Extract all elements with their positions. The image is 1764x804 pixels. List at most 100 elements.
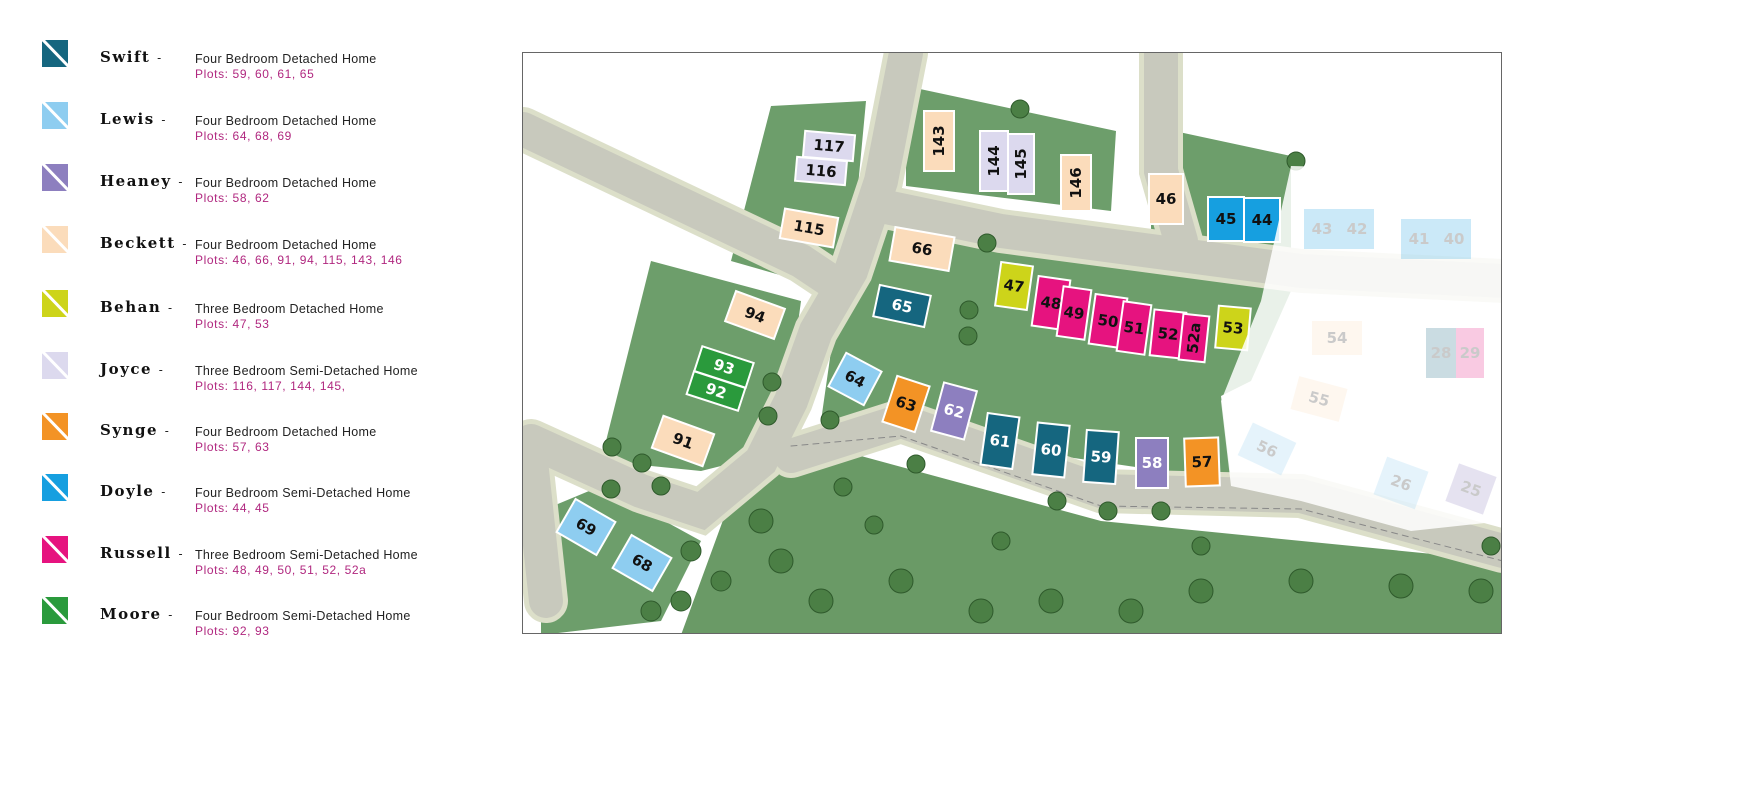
plot-63[interactable]: 63	[881, 374, 931, 434]
plot-116[interactable]: 116	[793, 155, 849, 187]
svg-text:46: 46	[1156, 190, 1177, 208]
plot-61[interactable]: 61	[979, 411, 1021, 471]
plot-44[interactable]: 44	[1243, 197, 1281, 243]
svg-text:51: 51	[1122, 318, 1145, 339]
plot-143[interactable]: 143	[923, 110, 955, 172]
plot-53[interactable]: 53	[1214, 304, 1252, 352]
legend-swatch-icon	[42, 290, 68, 317]
svg-text:117: 117	[813, 136, 846, 157]
legend-house-type: Four Bedroom Detached Home	[195, 238, 377, 252]
legend-house-name: Joyce -	[100, 360, 165, 378]
site-plan-map[interactable]: 117 116 115 143 144 145 146 46 45 44 66 …	[522, 52, 1502, 634]
plot-57[interactable]: 57	[1183, 436, 1221, 488]
plot-29: 29	[1456, 328, 1484, 378]
svg-text:58: 58	[1142, 454, 1163, 472]
svg-text:57: 57	[1191, 453, 1212, 472]
svg-text:61: 61	[988, 431, 1011, 452]
plot-144[interactable]: 144	[979, 130, 1009, 192]
faded-area: 43 42 41 40 54 55 56 28 29 26 25	[1221, 166, 1501, 531]
plot-146[interactable]: 146	[1060, 154, 1092, 212]
svg-text:60: 60	[1040, 440, 1063, 460]
svg-text:66: 66	[910, 238, 934, 259]
plot-59[interactable]: 59	[1082, 428, 1120, 486]
svg-text:54: 54	[1327, 329, 1348, 347]
legend-house-type: Three Bedroom Semi-Detached Home	[195, 548, 418, 562]
legend-house-name: Behan -	[100, 298, 174, 316]
plot-66[interactable]: 66	[888, 225, 956, 273]
plot-69[interactable]: 69	[555, 497, 617, 557]
svg-text:52a: 52a	[1183, 322, 1204, 355]
legend-house-type: Four Bedroom Detached Home	[195, 425, 377, 439]
plots: 117 116 115 143 144 145 146 46 45 44 66 …	[555, 110, 1281, 593]
plot-145[interactable]: 145	[1007, 133, 1035, 195]
plot-55: 55	[1290, 376, 1348, 422]
site-plan-svg: 117 116 115 143 144 145 146 46 45 44 66 …	[523, 53, 1501, 633]
plot-40: 40	[1437, 219, 1471, 259]
svg-text:28: 28	[1431, 344, 1452, 362]
legend-house-name: Russell -	[100, 544, 184, 562]
legend-item-russell: Russell - Three Bedroom Semi-Detached Hom…	[40, 536, 500, 586]
svg-text:43: 43	[1312, 220, 1333, 238]
svg-text:115: 115	[792, 216, 826, 239]
svg-text:145: 145	[1012, 148, 1030, 179]
svg-text:48: 48	[1039, 293, 1062, 314]
plot-45[interactable]: 45	[1207, 196, 1245, 242]
legend-swatch-icon	[42, 536, 68, 563]
svg-text:50: 50	[1096, 311, 1119, 332]
plot-49[interactable]: 49	[1055, 285, 1093, 341]
svg-text:65: 65	[890, 295, 914, 317]
legend-plot-list: Plots: 44, 45	[195, 501, 270, 515]
plot-115[interactable]: 115	[778, 207, 840, 249]
plot-58[interactable]: 58	[1135, 437, 1169, 489]
plot-91[interactable]: 91	[650, 414, 716, 468]
legend-swatch-icon	[42, 474, 68, 501]
plot-94[interactable]: 94	[723, 289, 787, 341]
plot-51[interactable]: 51	[1115, 300, 1153, 356]
plot-64[interactable]: 64	[827, 351, 883, 407]
plot-65[interactable]: 65	[872, 283, 932, 329]
legend-house-type: Four Bedroom Semi-Detached Home	[195, 609, 411, 623]
svg-text:52: 52	[1157, 324, 1180, 344]
legend-plot-list: Plots: 92, 93	[195, 624, 270, 638]
plot-92[interactable]: 92	[685, 369, 747, 413]
legend-house-name: Doyle -	[100, 482, 167, 500]
svg-text:47: 47	[1002, 276, 1025, 297]
svg-text:62: 62	[942, 400, 967, 423]
legend-plot-list: Plots: 116, 117, 144, 145,	[195, 379, 346, 393]
legend-plot-list: Plots: 46, 66, 91, 94, 115, 143, 146	[195, 253, 403, 267]
plot-68[interactable]: 68	[611, 533, 673, 593]
svg-text:53: 53	[1222, 318, 1244, 338]
plot-117[interactable]: 117	[801, 129, 857, 163]
legend-house-type: Four Bedroom Semi-Detached Home	[195, 486, 411, 500]
plot-46[interactable]: 46	[1148, 173, 1184, 225]
plot-60[interactable]: 60	[1031, 421, 1071, 479]
svg-text:93: 93	[711, 355, 736, 379]
trees	[601, 99, 1501, 624]
legend-house-name: Lewis -	[100, 110, 167, 128]
svg-text:143: 143	[930, 125, 948, 156]
legend-house-type: Four Bedroom Detached Home	[195, 52, 377, 66]
svg-text:41: 41	[1409, 230, 1430, 248]
plot-47[interactable]: 47	[993, 260, 1035, 312]
plot-54: 54	[1312, 321, 1362, 355]
legend-swatch-icon	[42, 40, 68, 67]
legend-house-type: Four Bedroom Detached Home	[195, 114, 377, 128]
legend-house-type: Three Bedroom Semi-Detached Home	[195, 364, 418, 378]
svg-text:116: 116	[805, 161, 838, 182]
legend-house-name: Heaney -	[100, 172, 184, 190]
svg-text:144: 144	[985, 145, 1003, 176]
plot-42: 42	[1340, 209, 1374, 249]
plot-62[interactable]: 62	[929, 381, 979, 441]
plot-52a[interactable]: 52a	[1177, 312, 1211, 364]
svg-text:146: 146	[1067, 167, 1085, 198]
svg-text:29: 29	[1460, 344, 1481, 362]
legend-swatch-icon	[42, 352, 68, 379]
